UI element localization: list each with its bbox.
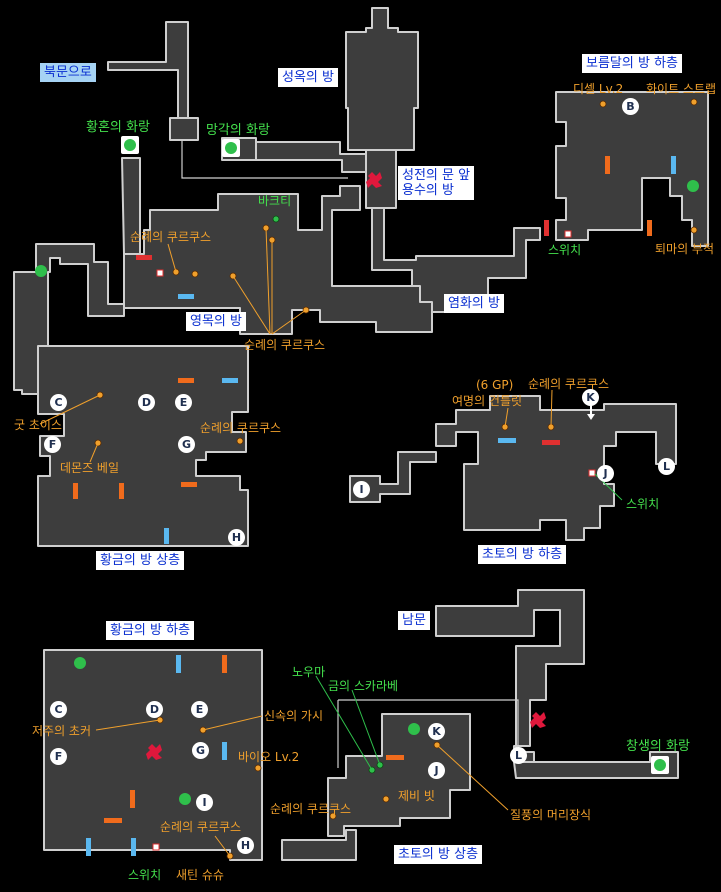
item-kurkus-6: 순례의 쿠르쿠스 xyxy=(270,802,352,816)
area-oblivion-corridor: 망각의 화랑 xyxy=(206,123,270,138)
marker-f-lower: F xyxy=(50,748,67,765)
npc-nouma: 노우마 xyxy=(292,665,326,679)
npc-gold-scarab: 금의 스카라베 xyxy=(328,679,399,693)
crescent-lower xyxy=(555,91,709,247)
item-kurkus-3: 순례의 쿠르쿠스 xyxy=(200,421,282,435)
item-white-strap: 화이트 스트랩 xyxy=(646,82,717,96)
area-spirit-wood: 영목의 방 xyxy=(186,312,246,331)
marker-e-lower: E xyxy=(191,701,208,718)
switch-label-1: 스위치 xyxy=(548,243,582,257)
marker-l: L xyxy=(658,458,675,475)
marker-i: I xyxy=(353,481,370,498)
item-satin-sash: 새틴 슈슈 xyxy=(176,868,224,882)
item-kurkus-4: 순례의 쿠르쿠스 xyxy=(528,377,610,391)
npc-bakti: 바크티 xyxy=(258,194,292,208)
item-cursed-choker: 저주의 초커 xyxy=(32,724,92,738)
grass-link xyxy=(281,829,357,861)
marker-c-lower: C xyxy=(50,701,67,718)
marker-h: H xyxy=(228,529,245,546)
item-gale-ornament: 질풍의 머리장식 xyxy=(510,808,592,822)
item-swift-bracelet: 신속의 가시 xyxy=(264,709,324,723)
creation-corridor xyxy=(513,751,679,779)
area-crescent-lower: 보름달의 방 하층 xyxy=(582,54,682,73)
item-good-choice: 굿 초이스 xyxy=(14,418,62,432)
marker-h-lower: H xyxy=(237,837,254,854)
marker-l-lower: L xyxy=(510,747,527,764)
item-degenerate-amulet: 퇴마의 부적 xyxy=(655,242,715,256)
switch-label-2: 스위치 xyxy=(626,497,660,511)
north-corridor xyxy=(107,21,189,119)
marker-j-lower: J xyxy=(428,762,445,779)
area-gold-upper: 황금의 방 상층 xyxy=(96,551,185,570)
marker-i-lower: I xyxy=(196,794,213,811)
switch-label-3: 스위치 xyxy=(128,868,162,882)
grass-west-corridor xyxy=(349,451,437,503)
marker-b: B xyxy=(622,98,639,115)
marker-e: E xyxy=(175,394,192,411)
area-sanctum-gate: 성전의 문 앞 용수의 방 xyxy=(398,166,475,200)
marker-j: J xyxy=(597,465,614,482)
item-kurkus-1: 순례의 쿠르쿠스 xyxy=(130,230,212,244)
prison-room xyxy=(345,7,419,151)
marker-c: C xyxy=(50,394,67,411)
marker-f: F xyxy=(44,436,61,453)
item-gp: (6 GP) xyxy=(476,378,514,392)
marker-d: D xyxy=(138,394,155,411)
marker-d-lower: D xyxy=(146,701,163,718)
area-flame-room: 염화의 방 xyxy=(444,294,504,313)
area-gold-lower: 황금의 방 하층 xyxy=(106,621,195,640)
area-north-gate: 북문으로 xyxy=(40,63,96,82)
area-grass-lower: 초토의 방 하층 xyxy=(478,545,567,564)
north-shrine xyxy=(169,117,199,141)
dusk-corridor xyxy=(121,157,141,255)
item-kurkus-2: 순례의 쿠르쿠스 xyxy=(244,338,326,352)
item-winged-boots: 제비 빗 xyxy=(398,789,435,803)
area-prison-room: 성옥의 방 xyxy=(278,68,338,87)
area-south-gate: 남문 xyxy=(398,611,430,630)
area-dusk-corridor: 황혼의 화랑 xyxy=(86,120,150,135)
marker-k-lower: K xyxy=(428,723,445,740)
item-bio: 바이오 Lv.2 xyxy=(238,750,300,764)
grass-lower xyxy=(435,395,677,541)
item-demons-veil: 데몬즈 베일 xyxy=(60,461,120,475)
gold-upper xyxy=(37,345,249,547)
marker-g: G xyxy=(178,436,195,453)
marker-g-lower: G xyxy=(192,742,209,759)
area-grass-upper: 초토의 방 상층 xyxy=(394,845,483,864)
item-kurkus-5: 순례의 쿠르쿠스 xyxy=(160,820,242,834)
item-traveler-boots: 여명의 건틀릿 xyxy=(452,394,523,408)
spirit-wood xyxy=(123,185,433,335)
marker-k: K xyxy=(582,389,599,406)
area-creation-corridor: 창생의 화랑 xyxy=(626,739,690,754)
item-disel: 디셀 Lv.2 xyxy=(573,82,624,96)
